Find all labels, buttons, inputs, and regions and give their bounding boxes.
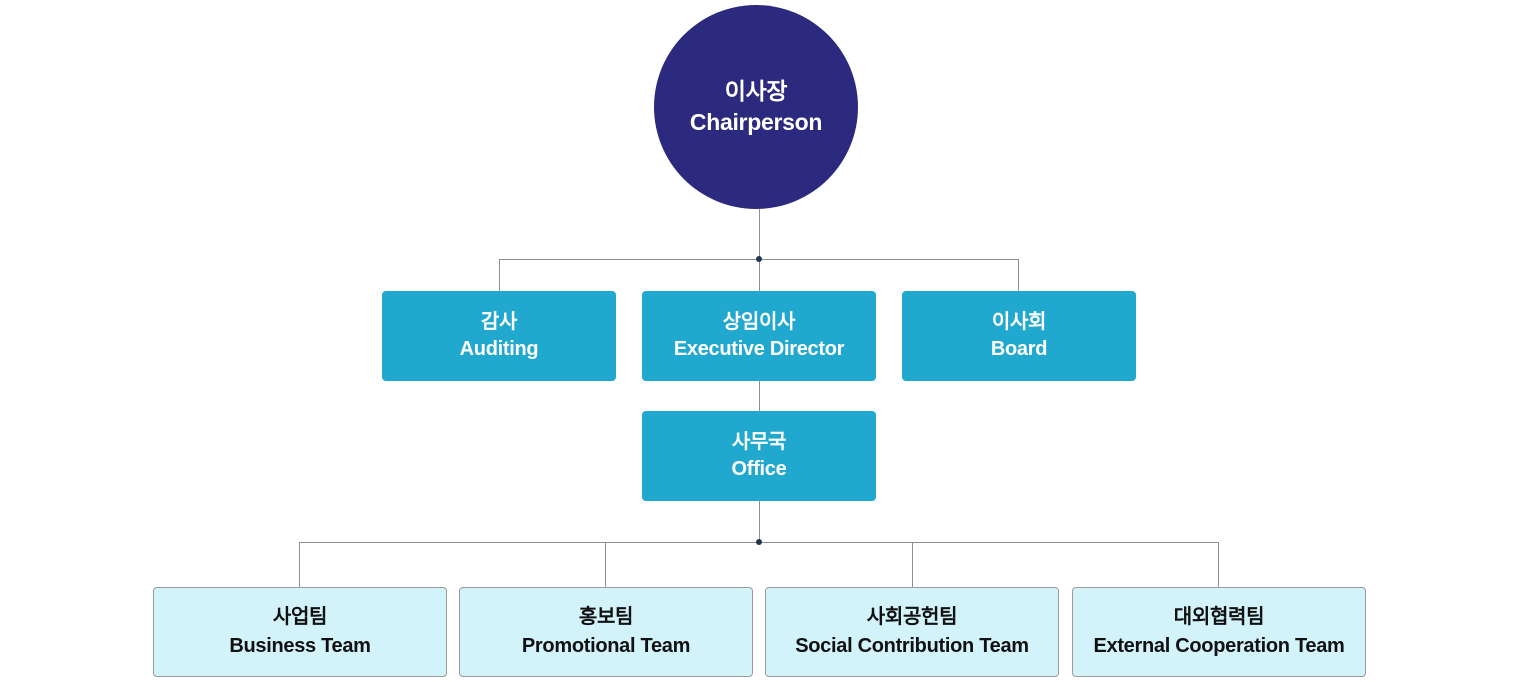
connector-to-board — [1018, 259, 1019, 291]
connector-to-external — [1218, 542, 1219, 587]
auditing-ko: 감사 — [480, 311, 518, 333]
chairperson-en: Chairperson — [689, 109, 823, 135]
chairperson-node: 이사장 Chairperson — [654, 5, 858, 209]
executive-director-en: Executive Director — [673, 338, 845, 360]
board-node: 이사회 Board — [902, 291, 1136, 381]
board-ko: 이사회 — [991, 311, 1047, 333]
executive-director-ko: 상임이사 — [722, 311, 796, 333]
connector-to-auditing — [499, 259, 500, 291]
connector-chair-down — [759, 209, 760, 259]
promotional-team-node: 홍보팀 Promotional Team — [459, 587, 753, 677]
connector-to-executive — [759, 259, 760, 291]
social-contribution-team-node: 사회공헌팀 Social Contribution Team — [765, 587, 1059, 677]
office-node: 사무국 Office — [642, 411, 876, 501]
social-contribution-team-ko: 사회공헌팀 — [866, 606, 958, 628]
business-team-en: Business Team — [229, 635, 371, 657]
junction-dot-top — [756, 256, 762, 262]
external-cooperation-team-en: External Cooperation Team — [1093, 635, 1345, 657]
connector-executive-office — [759, 381, 760, 411]
executive-director-node: 상임이사 Executive Director — [642, 291, 876, 381]
social-contribution-team-en: Social Contribution Team — [795, 635, 1029, 657]
external-cooperation-team-node: 대외협력팀 External Cooperation Team — [1072, 587, 1366, 677]
promotional-team-en: Promotional Team — [521, 635, 691, 657]
connector-to-business — [299, 542, 300, 587]
office-ko: 사무국 — [731, 431, 787, 453]
business-team-ko: 사업팀 — [272, 606, 328, 628]
junction-dot-bottom — [756, 539, 762, 545]
office-en: Office — [731, 458, 787, 480]
connector-office-down — [759, 501, 760, 542]
promotional-team-ko: 홍보팀 — [578, 606, 634, 628]
board-en: Board — [990, 338, 1048, 360]
auditing-en: Auditing — [459, 338, 539, 360]
auditing-node: 감사 Auditing — [382, 291, 616, 381]
connector-to-social — [912, 542, 913, 587]
external-cooperation-team-ko: 대외협력팀 — [1173, 606, 1265, 628]
business-team-node: 사업팀 Business Team — [153, 587, 447, 677]
connector-to-promotional — [605, 542, 606, 587]
chairperson-ko: 이사장 — [724, 78, 788, 104]
